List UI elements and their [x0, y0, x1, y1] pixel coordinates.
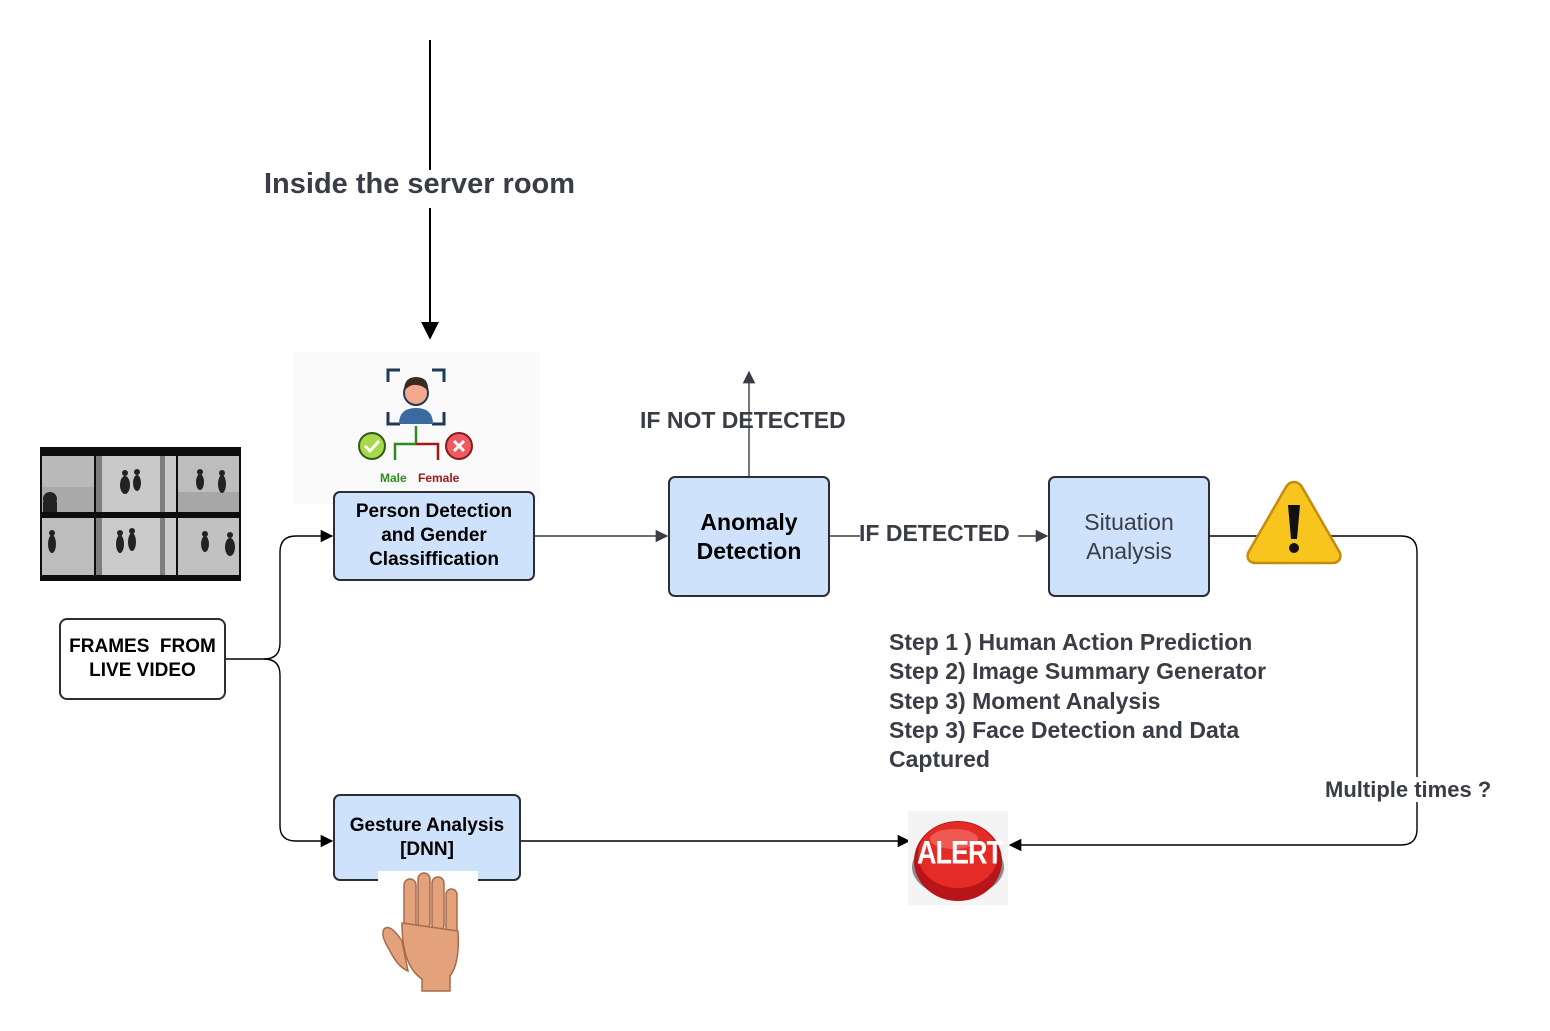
if-not-detected-label: IF NOT DETECTED — [640, 407, 846, 433]
face-scan-icon — [386, 368, 446, 426]
person-detection-label: Person Detection and Gender Classifficat… — [355, 501, 513, 570]
female-label: Female — [418, 471, 460, 485]
situation-analysis-node: Situation Analysis — [1048, 476, 1210, 597]
hand-icon — [378, 871, 478, 992]
frames-node: FRAMES FROM LIVE VIDEO — [59, 618, 226, 700]
film-frame-row-bottom — [42, 518, 239, 575]
person-detection-node: Person Detection and Gender Classifficat… — [333, 491, 535, 581]
steps-list: Step 1 ) Human Action Prediction Step 2)… — [889, 628, 1309, 774]
step-item: Captured — [889, 746, 990, 773]
check-icon — [358, 432, 386, 460]
step-item: Step 2) Image Summary Generator — [889, 658, 1267, 685]
anomaly-detection-label: Anomaly Detection — [696, 508, 802, 564]
cross-icon — [445, 432, 473, 460]
alert-button-icon — [912, 821, 1004, 901]
warning-icon — [1246, 480, 1342, 565]
frames-label: FRAMES FROM LIVE VIDEO — [69, 636, 222, 681]
gender-split-lines — [393, 426, 440, 460]
step-item: Step 1 ) Human Action Prediction — [889, 629, 1253, 655]
gesture-label: Gesture Analysis [DNN] — [349, 814, 505, 860]
step-item: Step 3) Face Detection and Data — [889, 716, 1240, 743]
step-item: Step 3) Moment Analysis — [889, 687, 1161, 714]
gesture-node: Gesture Analysis [DNN] — [333, 794, 521, 881]
male-label: Male — [380, 471, 407, 485]
multiple-times-label: Multiple times ? — [1325, 777, 1492, 802]
multiple-to-alert-edge — [1008, 802, 1418, 852]
if-detected-label: IF DETECTED — [859, 520, 1010, 546]
diagram-title: Inside the server room — [264, 168, 576, 200]
anomaly-detection-node: Anomaly Detection — [668, 476, 830, 597]
alert-text: ALERT — [917, 834, 1003, 871]
situation-to-alert-edge — [1209, 535, 1418, 777]
frames-to-gesture-edge — [263, 658, 334, 848]
cctv-frames-image — [40, 447, 241, 581]
frames-to-person-edge — [226, 529, 334, 660]
situation-analysis-label: Situation Analysis — [1084, 508, 1174, 564]
